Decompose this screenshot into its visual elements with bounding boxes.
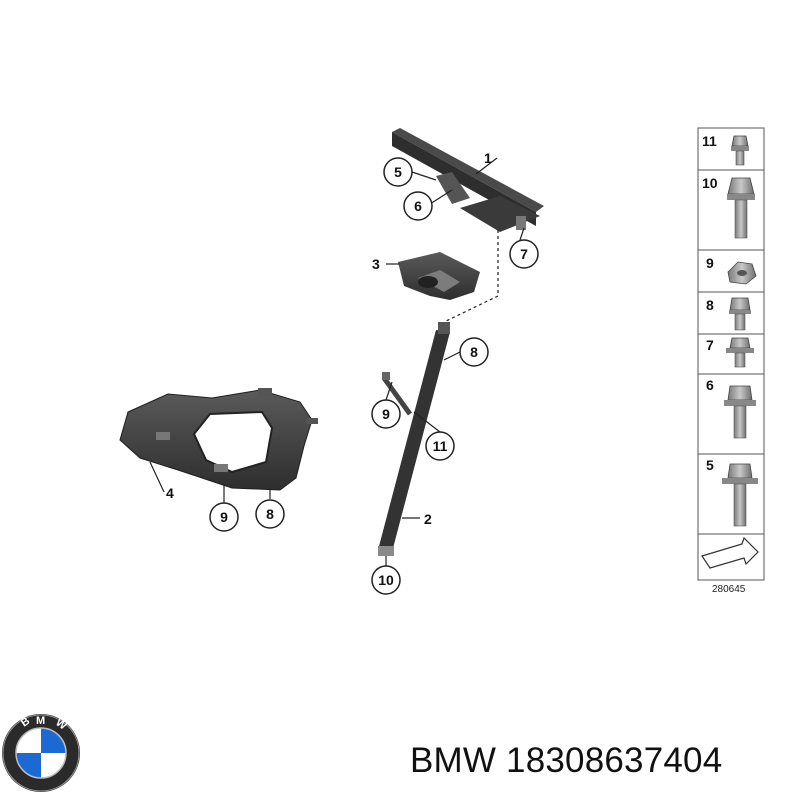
fastener-6-icon bbox=[724, 385, 756, 439]
fastener-5-icon bbox=[722, 463, 758, 527]
callout-9-strut-label: 9 bbox=[382, 406, 390, 422]
callout-9-panel-label: 9 bbox=[220, 509, 228, 525]
fastener-legend: 11 10 9 8 7 6 5 bbox=[697, 127, 765, 581]
callout-10-label: 10 bbox=[378, 572, 394, 588]
callout-4: 4 bbox=[166, 485, 174, 501]
callout-7: 7 bbox=[509, 239, 539, 269]
callout-8-strut: 8 bbox=[459, 337, 489, 367]
fastener-9-icon bbox=[727, 261, 757, 285]
callout-1: 1 bbox=[484, 150, 492, 166]
callout-5-label: 5 bbox=[394, 164, 402, 180]
legend-6-label: 6 bbox=[706, 377, 714, 393]
part-2-strut bbox=[378, 322, 450, 556]
legend-5-label: 5 bbox=[706, 457, 714, 473]
callout-8-panel-label: 8 bbox=[266, 506, 274, 522]
callout-2-label: 2 bbox=[424, 511, 432, 527]
svg-text:M: M bbox=[36, 715, 45, 727]
legend-8-label: 8 bbox=[706, 297, 714, 313]
callout-6: 6 bbox=[403, 191, 433, 221]
legend-10-label: 10 bbox=[702, 175, 718, 191]
callout-11-label: 11 bbox=[433, 438, 448, 454]
callout-9-strut: 9 bbox=[371, 399, 401, 429]
bmw-logo: B M W bbox=[2, 714, 80, 792]
callout-8-strut-label: 8 bbox=[470, 344, 478, 360]
legend-7-label: 7 bbox=[706, 337, 714, 353]
callout-4-label: 4 bbox=[166, 485, 174, 501]
callout-3: 3 bbox=[372, 256, 380, 272]
callout-9-panel: 9 bbox=[209, 502, 239, 532]
callout-10: 10 bbox=[371, 565, 401, 595]
callout-6-label: 6 bbox=[414, 198, 422, 214]
legend-11-label: 11 bbox=[702, 133, 717, 149]
callout-2: 2 bbox=[424, 511, 432, 527]
legend-9-label: 9 bbox=[706, 255, 714, 271]
part-4-panel bbox=[119, 388, 318, 491]
fastener-8-icon bbox=[729, 297, 751, 331]
callout-3-label: 3 bbox=[372, 256, 380, 272]
callout-1-label: 1 bbox=[484, 150, 492, 166]
direction-arrow-icon bbox=[701, 536, 759, 569]
fastener-7-icon bbox=[726, 337, 754, 368]
fastener-11-icon bbox=[731, 135, 749, 166]
part-3-bracket bbox=[398, 252, 480, 300]
callout-7-label: 7 bbox=[520, 246, 528, 262]
callout-8-panel: 8 bbox=[255, 499, 285, 529]
leader-lines bbox=[149, 157, 525, 566]
fastener-10-icon bbox=[727, 177, 755, 239]
callout-5: 5 bbox=[383, 157, 413, 187]
part-number-label: BMW 18308637404 bbox=[410, 741, 723, 780]
part-1-rail bbox=[392, 128, 544, 232]
callout-11: 11 bbox=[425, 431, 455, 461]
reference-number: 280645 bbox=[712, 584, 746, 595]
